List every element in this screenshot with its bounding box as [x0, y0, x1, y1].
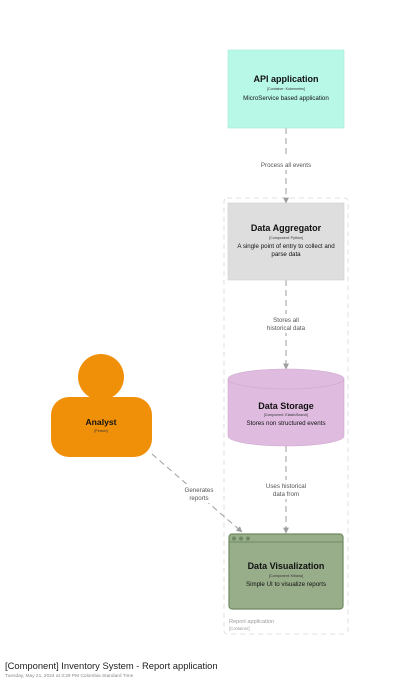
edge-label: reports	[189, 495, 208, 502]
window-dot-icon	[239, 536, 243, 541]
node-description: MicroService based application	[243, 95, 329, 102]
person-head-icon	[78, 354, 124, 400]
node-api-application: API application [Container: Kubernetes] …	[227, 49, 345, 129]
boundary-label: Report application	[229, 619, 274, 625]
edge-label: Generates	[185, 487, 214, 494]
diagram-title: [Component] Inventory System - Report ap…	[5, 660, 218, 671]
node-data-aggregator: Data Aggregator [Component: Python] A si…	[227, 202, 345, 281]
node-title: Analyst	[85, 417, 116, 427]
edge-label: Uses historical	[266, 483, 306, 490]
person-body	[51, 397, 152, 457]
node-title: API application	[253, 74, 318, 84]
edge-api-to-aggregator: Process all events	[258, 128, 314, 204]
node-description: A single point of entry to collect and	[237, 243, 335, 250]
window-dot-icon	[232, 536, 236, 541]
node-technology: [Container: Kubernetes]	[267, 87, 305, 91]
edge-label: Stores all	[273, 317, 299, 324]
node-title: Data Aggregator	[251, 223, 322, 233]
boundary-type: [Container]	[229, 626, 249, 631]
node-description: parse data	[271, 251, 301, 258]
edge-analyst-to-visualization: Generates reports	[151, 453, 243, 533]
diagram-timestamp: Tuesday, May 21, 2024 at 3:29 PM Colombi…	[5, 674, 134, 679]
edge-label: historical data	[267, 325, 306, 332]
node-description: Stores non structured events	[246, 420, 325, 427]
edge-aggregator-to-storage: Stores all historical data	[262, 280, 310, 370]
node-technology: [Person]	[94, 429, 107, 433]
edge-label: data from	[273, 491, 299, 498]
node-description: Simple UI to visualize reports	[246, 581, 326, 588]
node-title: Data Visualization	[248, 561, 325, 571]
node-technology: [Component: Python]	[269, 236, 303, 240]
window-dot-icon	[246, 536, 250, 541]
node-technology: [Component: Kibana]	[269, 574, 303, 578]
edge-label: Process all events	[261, 162, 311, 169]
edge-storage-to-visualization: Uses historical data from	[262, 446, 310, 534]
node-analyst: Analyst [Person]	[51, 354, 152, 457]
node-data-storage: Data Storage [Component: ElasticSearch] …	[227, 368, 345, 447]
node-title: Data Storage	[258, 401, 314, 411]
node-technology: [Component: ElasticSearch]	[264, 413, 309, 417]
node-data-visualization: Data Visualization [Component: Kibana] S…	[228, 533, 344, 610]
